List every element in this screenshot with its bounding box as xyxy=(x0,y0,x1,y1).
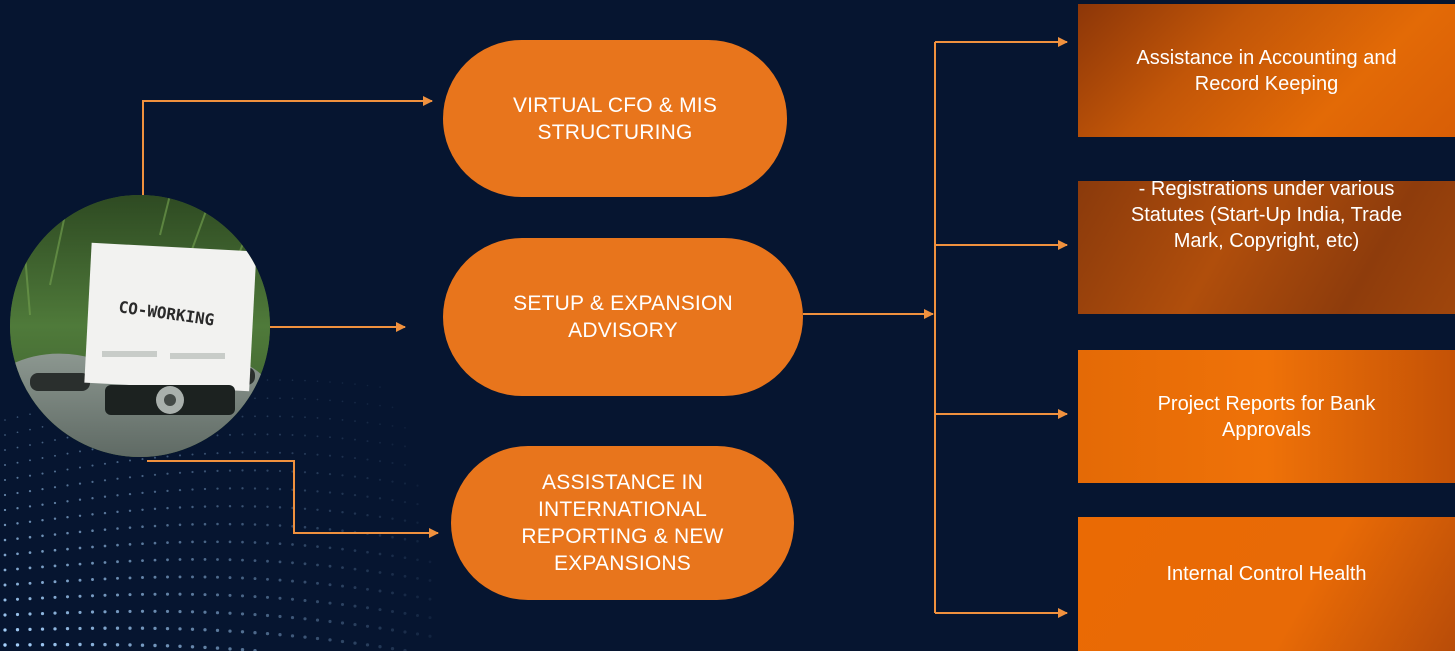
service-setup-expansion-label: SETUP & EXPANSION ADVISORY xyxy=(513,292,733,342)
service-setup-expansion: SETUP & EXPANSION ADVISORY xyxy=(443,238,803,396)
sub-service-project-reports-label: Project Reports for Bank Approvals xyxy=(1157,392,1376,441)
service-virtual-cfo-label: VIRTUAL CFO & MIS STRUCTURING xyxy=(512,93,718,144)
coworking-photo: CO-WORKING xyxy=(10,195,270,457)
service-international-reporting: ASSISTANCE IN INTERNATIONAL REPORTING & … xyxy=(451,446,794,600)
sub-service-registrations: - Registrations under various Statutes (… xyxy=(1078,178,1455,314)
sub-service-accounting: Assistance in Accounting and Record Keep… xyxy=(1078,4,1455,137)
arrow-to-international-reporting xyxy=(147,460,439,538)
arrow-to-virtual-cfo xyxy=(142,96,433,197)
service-international-reporting-label: ASSISTANCE IN INTERNATIONAL REPORTING & … xyxy=(521,471,724,575)
service-virtual-cfo: VIRTUAL CFO & MIS STRUCTURING xyxy=(443,40,787,197)
sub-service-project-reports: Project Reports for Bank Approvals xyxy=(1078,350,1455,483)
typewriter-illustration: CO-WORKING xyxy=(10,195,270,457)
sub-service-registrations-label: - Registrations under various Statutes (… xyxy=(1130,178,1403,252)
sub-service-accounting-label: Assistance in Accounting and Record Keep… xyxy=(1136,46,1397,95)
sub-service-internal-control-label: Internal Control Health xyxy=(1166,563,1367,585)
sub-service-internal-control: Internal Control Health xyxy=(1078,517,1455,651)
